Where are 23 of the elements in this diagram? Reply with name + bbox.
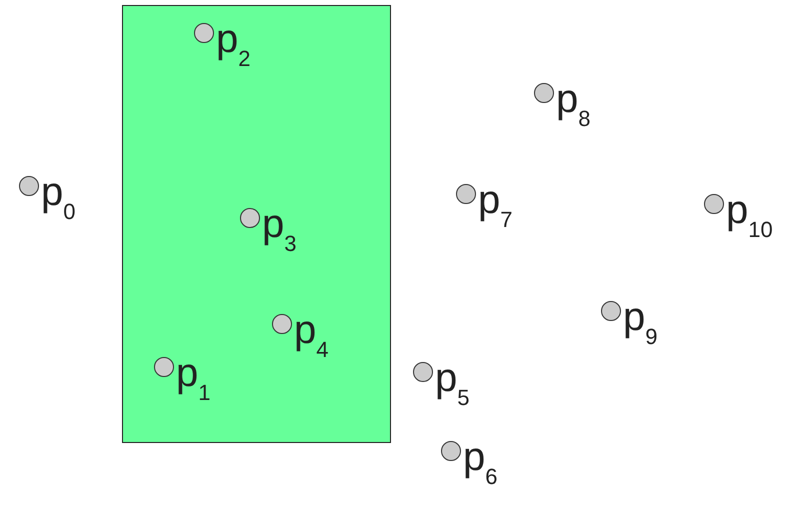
point-marker [413, 362, 433, 382]
point-label: p$_{9}$ [623, 297, 658, 351]
point-marker [456, 184, 476, 204]
point-marker [601, 301, 621, 321]
point-marker [704, 194, 724, 214]
point-label: p$_{4}$ [294, 310, 328, 364]
point-marker [154, 357, 174, 377]
point-marker [19, 176, 39, 196]
point-label: p$_{0}$ [41, 172, 76, 226]
point-marker [240, 208, 260, 228]
point-label: p$_{1}$ [176, 353, 210, 407]
point-marker [441, 441, 461, 461]
point-label: p$_{8}$ [556, 79, 590, 133]
point-label: p$_{7}$ [478, 180, 512, 234]
point-label: p$_{5}$ [435, 358, 470, 412]
point-label: p$_{3}$ [262, 204, 296, 258]
point-marker [272, 314, 292, 334]
point-label: p$_{2}$ [216, 19, 250, 73]
point-marker [194, 23, 214, 43]
region-rectangle [122, 5, 391, 443]
point-marker [534, 83, 554, 103]
point-label: p$_{6}$ [463, 437, 498, 491]
point-label: p$_{10}$ [726, 190, 773, 244]
